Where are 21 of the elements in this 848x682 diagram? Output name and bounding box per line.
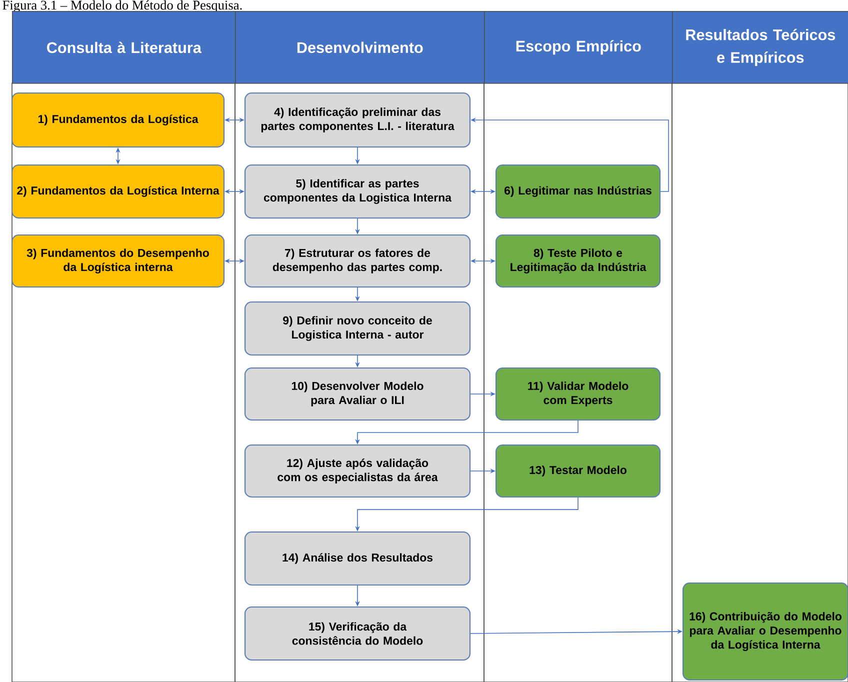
- process-box: 13) Testar Modelo: [495, 444, 661, 498]
- process-box: 7) Estruturar os fatores de desempenho das partes comp.: [244, 234, 471, 288]
- process-box: 4) Identificação preliminar das partes componentes L.I. - literatura: [244, 92, 471, 148]
- process-box: 12) Ajuste após validação com os especialistas da área: [244, 444, 471, 498]
- node-label: Consulta à Literatura: [47, 42, 202, 54]
- process-box: 11) Validar Modelo com Experts: [495, 367, 661, 421]
- process-box: 1) Fundamentos da Logística: [11, 92, 225, 148]
- node-label: Resultados Teóricos e Empíricos: [686, 28, 836, 66]
- process-box: 3) Fundamentos do Desempenho da Logística interna: [11, 234, 225, 288]
- process-box: 8) Teste Piloto e Legitimação da Indústria: [495, 234, 661, 288]
- process-box: 6) Legitimar nas Indústrias: [495, 164, 661, 219]
- node-label: Desenvolvimento: [297, 42, 423, 54]
- process-box: 14) Análise dos Resultados: [244, 531, 471, 586]
- figure-title: Figura 3.1 – Modelo do Método de Pesquisa.: [2, 0, 242, 12]
- node-label: Escopo Empírico: [516, 40, 641, 55]
- process-box: 9) Definir novo conceito de Logistica Interna - autor: [244, 301, 471, 356]
- process-box: 10) Desenvolver Modelo para Avaliar o ILI: [244, 367, 471, 421]
- process-box: 2) Fundamentos da Logística Interna: [11, 164, 225, 219]
- process-box: 16) Contribuição do Modelo para Avaliar o Desempenho da Logística Interna: [682, 582, 848, 681]
- process-box: 15) Verificação da consistência do Modelo: [244, 606, 471, 661]
- process-box: 5) Identificar as partes componentes da Logistica Interna: [244, 164, 471, 219]
